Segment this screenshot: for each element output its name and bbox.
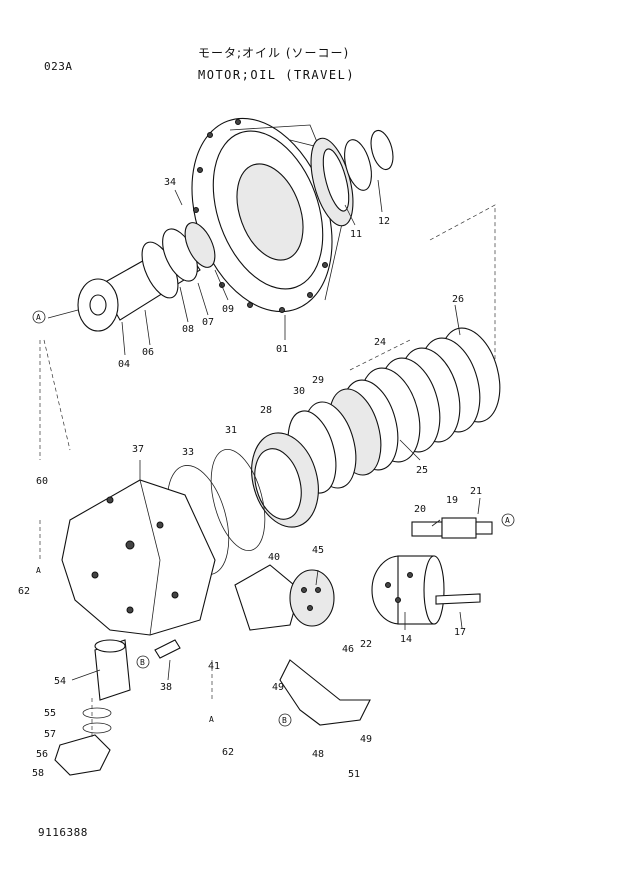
o-ring-55 xyxy=(82,707,112,719)
shaft-17 xyxy=(435,593,481,605)
label-29: 29 xyxy=(312,375,324,386)
bearing-12 xyxy=(344,129,394,191)
label-12: 12 xyxy=(378,216,390,227)
label-55: 55 xyxy=(44,708,56,719)
label-38: 38 xyxy=(160,682,172,693)
motor-housing-37 xyxy=(61,479,216,636)
label-07: 07 xyxy=(202,317,214,328)
title-english: MOTOR;OIL (TRAVEL) xyxy=(198,68,356,82)
label-30: 30 xyxy=(293,386,305,397)
label-49b: 49 xyxy=(360,734,372,745)
title-japanese: モータ;オイル (ソーコー) xyxy=(198,46,350,60)
label-60: 60 xyxy=(36,476,48,487)
label-45: 45 xyxy=(312,545,324,556)
label-14: 14 xyxy=(400,634,412,645)
bolt-38 xyxy=(154,639,181,659)
label-24: 24 xyxy=(374,337,386,348)
callout-a-3: A xyxy=(209,715,214,724)
label-57: 57 xyxy=(44,729,56,740)
valve-plate-14 xyxy=(371,555,445,625)
label-01: 01 xyxy=(276,344,288,355)
label-37: 37 xyxy=(132,444,144,455)
label-09: 09 xyxy=(222,304,234,315)
label-28: 28 xyxy=(260,405,272,416)
label-19: 19 xyxy=(446,495,458,506)
label-06: 06 xyxy=(142,347,154,358)
label-46: 46 xyxy=(342,644,354,655)
label-48: 48 xyxy=(312,749,324,760)
label-22: 22 xyxy=(360,639,372,650)
brake-piston-28 xyxy=(251,432,319,528)
callout-markers: A A A A B B xyxy=(32,310,515,727)
o-ring-31 xyxy=(210,448,266,552)
label-51: 51 xyxy=(348,769,360,780)
label-49a: 49 xyxy=(272,682,284,693)
callout-b-1: B xyxy=(140,658,145,667)
relief-valve-19-20 xyxy=(411,517,493,539)
label-58: 58 xyxy=(32,768,44,779)
label-56: 56 xyxy=(36,749,48,760)
hub-housing-01 xyxy=(191,117,346,313)
cover-56 xyxy=(54,734,111,776)
part-labels: 34 11 12 26 09 07 08 06 04 01 24 29 30 2… xyxy=(18,177,482,780)
label-08: 08 xyxy=(182,324,194,335)
label-54: 54 xyxy=(54,676,66,687)
cylinder-block-45 xyxy=(289,569,335,627)
sheet-code: 023A xyxy=(44,60,73,73)
label-04: 04 xyxy=(118,359,130,370)
assembly-dashed-lines xyxy=(39,204,496,740)
label-62a: 62 xyxy=(18,586,30,597)
label-62b: 62 xyxy=(222,747,234,758)
callout-a-2: A xyxy=(36,566,41,575)
label-20: 20 xyxy=(414,504,426,515)
label-17: 17 xyxy=(454,627,466,638)
spindle-shaft-assembly xyxy=(77,222,216,332)
bracket-48 xyxy=(279,659,371,726)
label-31: 31 xyxy=(225,425,237,436)
callout-b-2: B xyxy=(282,716,287,725)
label-41: 41 xyxy=(208,661,220,672)
label-34: 34 xyxy=(164,177,176,188)
label-33: 33 xyxy=(182,447,194,458)
callout-a-4: A xyxy=(505,516,510,525)
leader-lines xyxy=(47,179,481,681)
label-26: 26 xyxy=(452,294,464,305)
label-40: 40 xyxy=(268,552,280,563)
shaft-54 xyxy=(94,639,131,701)
label-25: 25 xyxy=(416,465,428,476)
friction-disc-stack-25 xyxy=(328,327,501,476)
label-21: 21 xyxy=(470,486,482,497)
backup-ring-57 xyxy=(82,722,112,734)
label-11: 11 xyxy=(350,229,362,240)
drawing-number: 9116388 xyxy=(38,826,88,839)
ring-gear-11 xyxy=(310,137,354,227)
callout-a-1: A xyxy=(36,313,41,322)
